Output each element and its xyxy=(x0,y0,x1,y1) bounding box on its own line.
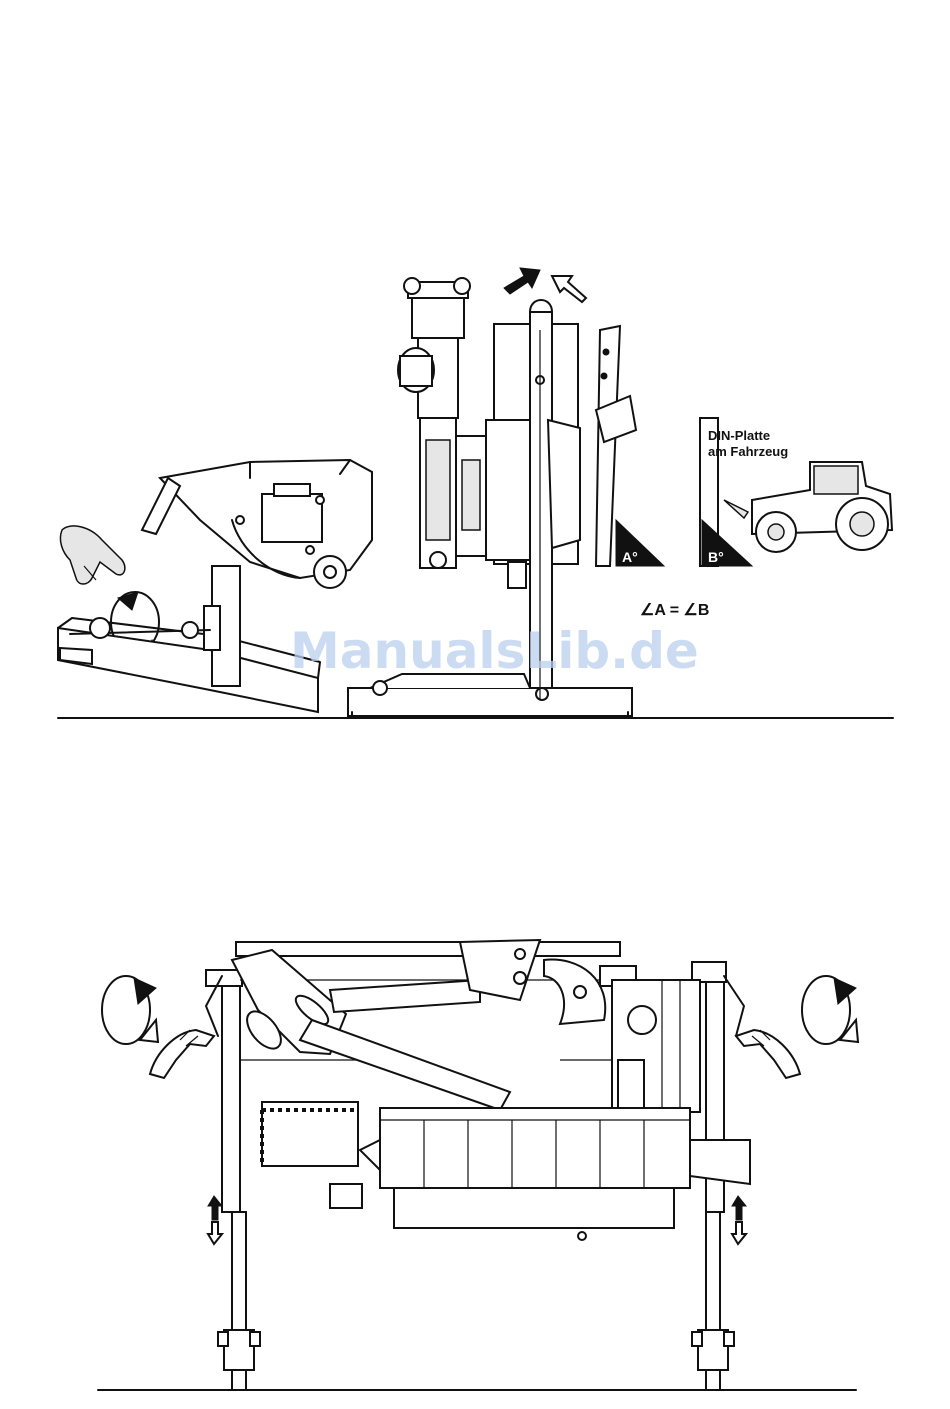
rotor-drum xyxy=(360,1108,750,1240)
din-plate-label-line1: DIN-Platte xyxy=(708,428,770,443)
crank-handle-right xyxy=(724,976,744,1036)
watermark: ManualsLib.de xyxy=(290,622,699,680)
hydraulic-block xyxy=(612,980,700,1112)
angle-b-label: B° xyxy=(708,549,724,565)
chain-drive xyxy=(262,1102,362,1208)
boom-linkage xyxy=(232,940,636,1110)
tractor-icon xyxy=(724,462,892,552)
support-leg-right xyxy=(692,1212,734,1390)
angle-equation: ∠A = ∠B xyxy=(640,602,709,619)
angle-a-label: A° xyxy=(622,549,638,565)
rotation-arrow-icon-bottom-left xyxy=(102,976,158,1044)
up-down-arrow-icon-left xyxy=(208,1196,222,1244)
valve-tower xyxy=(398,278,488,568)
hand-icon-bottom-right xyxy=(736,1030,800,1078)
din-plate-label-line2: am Fahrzeug xyxy=(708,444,788,459)
figure-bottom-front-view xyxy=(98,940,858,1390)
tilt-arrows-icon xyxy=(504,268,586,302)
mounting-plate-a: A° xyxy=(596,326,664,566)
hand-icon-bottom-left xyxy=(150,1030,214,1078)
hand-icon-top xyxy=(60,526,124,584)
top-link-stand xyxy=(58,566,320,712)
rotation-arrow-icon-bottom-right xyxy=(802,976,858,1044)
support-leg-left xyxy=(218,1212,260,1390)
rotary-unit xyxy=(142,460,372,588)
up-down-arrow-icon-right xyxy=(732,1196,746,1244)
